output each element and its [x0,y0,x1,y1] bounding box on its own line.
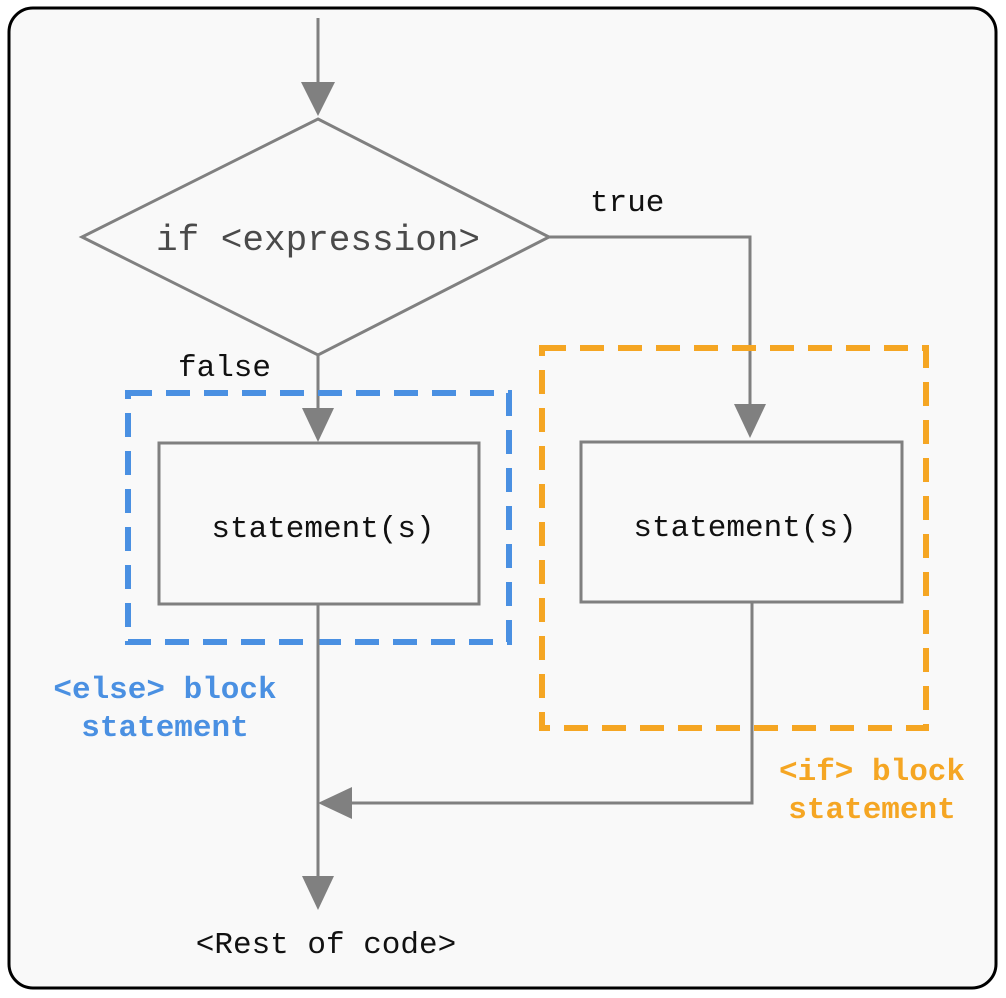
entry-arrowhead [301,82,335,116]
if-block-boundary [539,345,929,731]
else-statement-text: statement(s) [211,512,434,547]
merge-arrowhead [318,787,352,819]
diagram-frame [7,6,998,990]
if-statement-text: statement(s) [633,511,856,546]
true-label: true [590,186,664,221]
if-statement-box [579,440,904,604]
rest-of-code-label: <Rest of code> [196,928,456,963]
else-block-label-line2: statement [81,711,248,746]
false-arrowhead [302,408,334,442]
exit-arrowhead [302,876,334,910]
if-block-label-line2: statement [788,793,955,828]
true-arrowhead [734,404,766,438]
false-label: false [178,351,271,386]
else-block-label: <else> block [53,673,276,708]
if-block-label: <if> block [779,755,965,790]
if-exit-line [352,602,754,805]
condition-text: if <expression> [156,220,480,261]
